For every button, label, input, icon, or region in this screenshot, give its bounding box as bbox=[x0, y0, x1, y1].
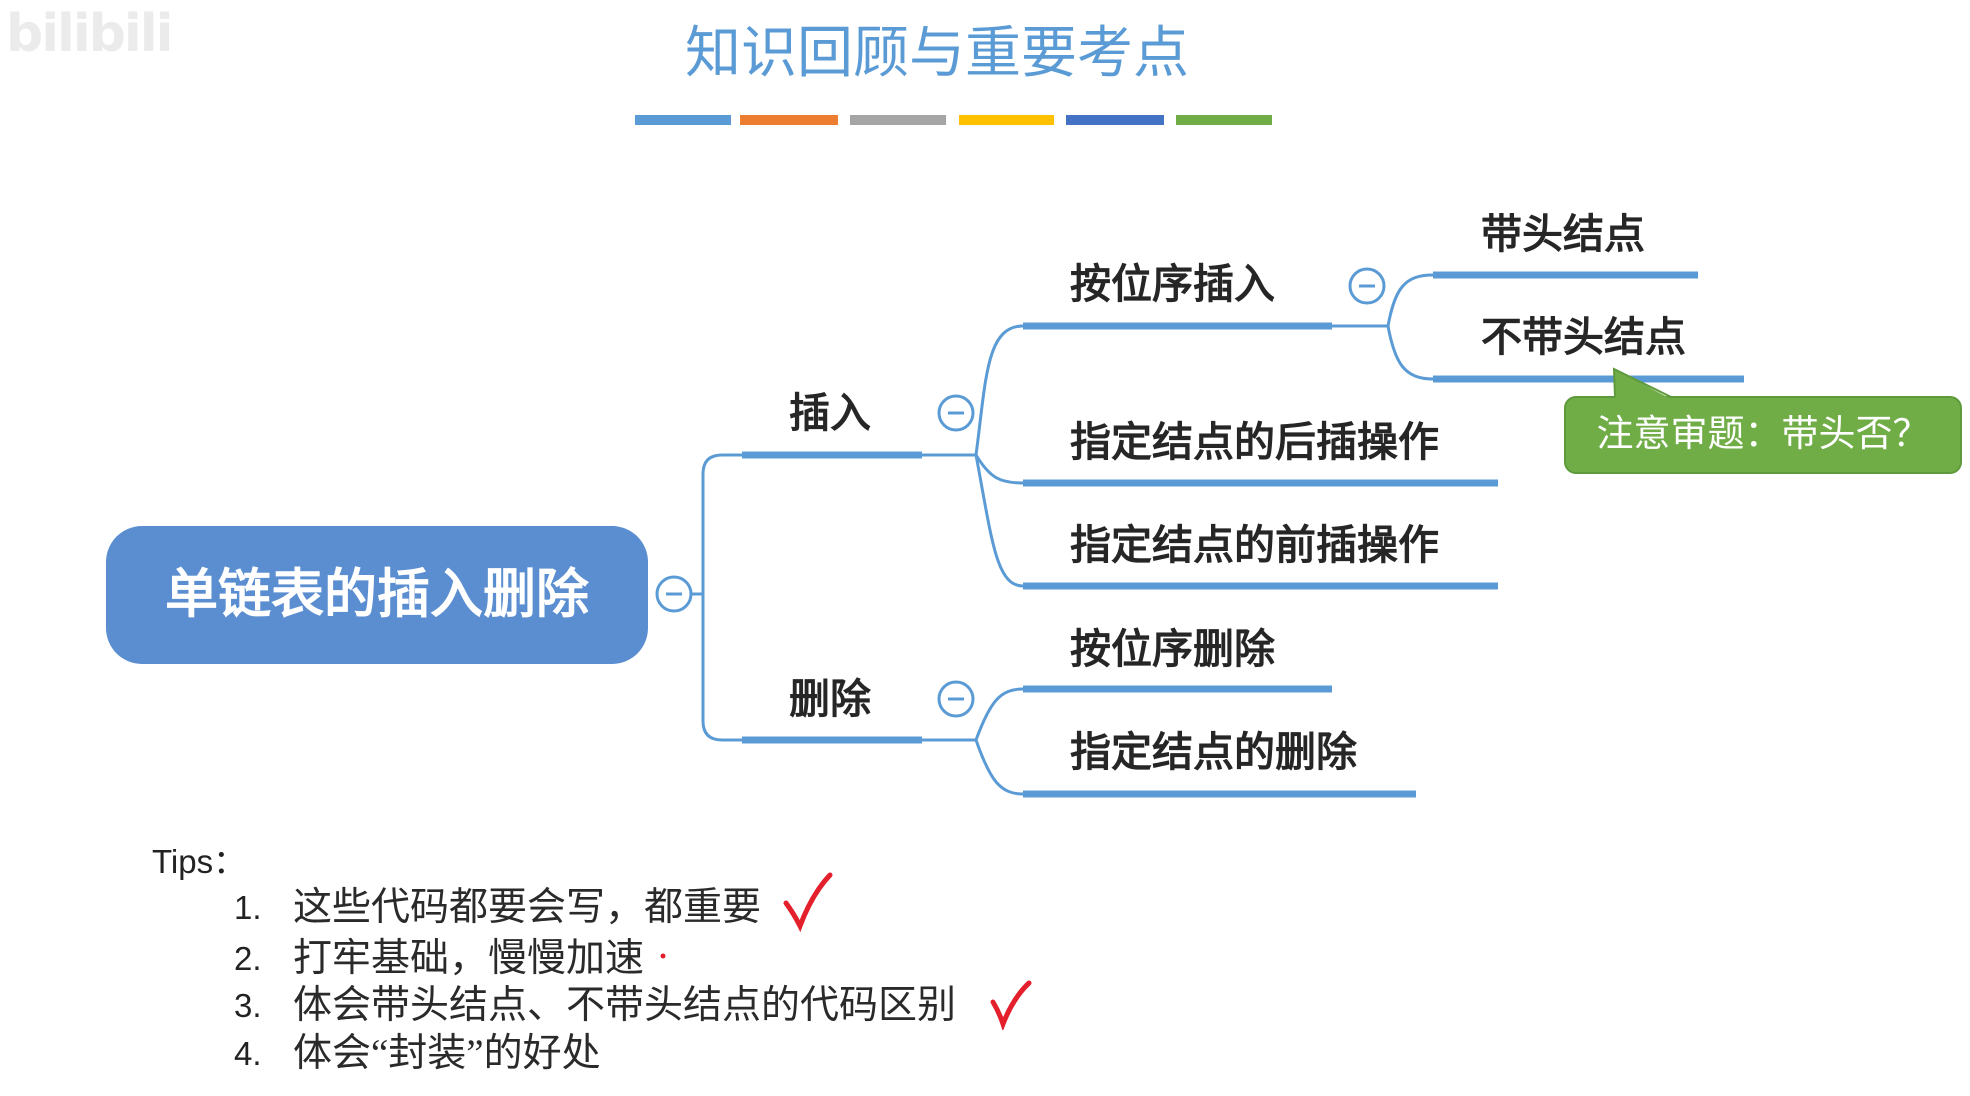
collapse-icon[interactable] bbox=[655, 575, 693, 613]
connector-with-head bbox=[1386, 273, 1434, 327]
node-insert-before: 指定结点的前插操作 bbox=[1070, 522, 1439, 568]
divider-bar-dark-blue bbox=[1066, 115, 1164, 125]
connector-insert-after bbox=[974, 454, 1024, 485]
collapse-icon[interactable] bbox=[937, 394, 975, 432]
connector-delete-node bbox=[974, 739, 1024, 796]
node-insert: 插入 bbox=[789, 390, 871, 436]
node-insert-by-position: 按位序插入 bbox=[1070, 261, 1275, 307]
tip-number: 1. bbox=[234, 889, 262, 926]
connector-delete-by-position bbox=[974, 687, 1024, 741]
tip-text: 这些代码都要会写，都重要 bbox=[293, 886, 762, 929]
divider-bar-green bbox=[1176, 115, 1272, 125]
connector-root-branches bbox=[701, 453, 742, 742]
tip-text: 打牢基础，慢慢加速 bbox=[293, 937, 645, 980]
tip-number: 4. bbox=[234, 1035, 262, 1072]
tip-text: 体会“封装”的好处 bbox=[293, 1032, 601, 1075]
red-dot-mark bbox=[660, 953, 666, 959]
connector-without-head bbox=[1386, 325, 1434, 381]
divider-bar-gray bbox=[850, 115, 946, 125]
node-delete-node: 指定结点的删除 bbox=[1070, 729, 1357, 775]
collapse-icon[interactable] bbox=[937, 680, 975, 718]
divider-bar-blue bbox=[635, 115, 731, 125]
node-delete-by-position: 按位序删除 bbox=[1070, 626, 1275, 672]
slide-title: 知识回顾与重要考点 bbox=[685, 21, 1189, 84]
tip-text: 体会带头结点、不带头结点的代码区别 bbox=[293, 984, 957, 1027]
connector-insert-by-position bbox=[974, 324, 1024, 456]
callout-pointer bbox=[1612, 367, 1673, 400]
node-with-head: 带头结点 bbox=[1481, 211, 1645, 257]
tips-heading: Tips： bbox=[152, 843, 247, 880]
checkmark-icon bbox=[990, 980, 1032, 1030]
mindmap-root-node: 单链表的插入删除 bbox=[106, 526, 648, 664]
tip-number: 2. bbox=[234, 940, 262, 977]
node-delete: 删除 bbox=[789, 676, 871, 722]
divider-bar-yellow bbox=[959, 115, 1054, 125]
callout-note: 注意审题：带头否？ bbox=[1564, 396, 1962, 474]
checkmark-icon bbox=[783, 872, 833, 932]
connector-insert-before bbox=[974, 454, 1024, 588]
divider-bar-orange bbox=[740, 115, 838, 125]
collapse-icon[interactable] bbox=[1348, 267, 1386, 305]
node-insert-after: 指定结点的后插操作 bbox=[1070, 419, 1439, 465]
node-without-head: 不带头结点 bbox=[1481, 314, 1686, 360]
tip-number: 3. bbox=[234, 987, 262, 1024]
bilibili-watermark: bilibili bbox=[6, 4, 173, 64]
